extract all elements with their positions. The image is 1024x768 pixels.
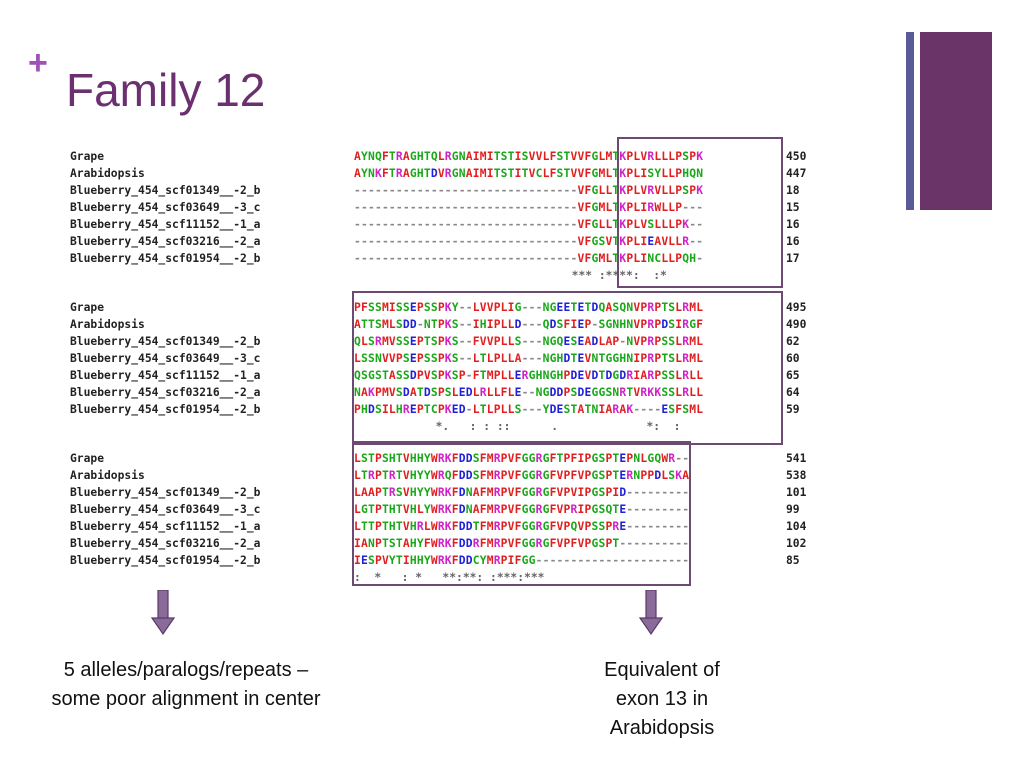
sequence-position: 538 (786, 469, 807, 482)
sequence-position: 60 (786, 352, 800, 365)
highlight-box-exon-region (617, 137, 783, 288)
sequence-position: 65 (786, 369, 800, 382)
decorative-bar-thick (920, 32, 992, 210)
sequence-residues: LTRPTRTVHYYWRQFDDSFMRPVFGGRGFVPFVPGSPTER… (354, 469, 690, 482)
sequence-position: 59 (786, 403, 800, 416)
sequence-residues: IESPVYTIHHYWRKFDDCYMRPIFGG--------------… (354, 554, 690, 567)
sequence-name: Blueberry_454_scf03216__-2_a (70, 235, 261, 248)
highlight-box-center-region (352, 291, 783, 445)
sequence-position: 447 (786, 167, 807, 180)
sequence-name: Blueberry_454_scf03216__-2_a (70, 386, 261, 399)
sequence-residues: LSTPSHTVHHYWRKFDDSFMRPVFGGRGFTPFIPGSPTEP… (354, 452, 690, 465)
sequence-name: Grape (70, 150, 105, 163)
sequence-residues: AYNKFTRAGHTDVRGNAIMITSTITVCLFSTVVFGMLTKP… (354, 167, 704, 180)
slide-title: Family 12 (66, 64, 266, 116)
highlight-box-end-region (352, 441, 691, 586)
sequence-residues: --------------------------------VFGMLTKP… (354, 201, 704, 214)
sequence-position: 541 (786, 452, 807, 465)
sequence-name: Blueberry_454_scf01349__-2_b (70, 486, 261, 499)
sequence-residues: PHDSILHREPTCPKED-LTLPLLS---YDESTATNIARAK… (354, 403, 704, 416)
sequence-residues: QLSRMVSSEPTSPKS--FVVPLLS---NGQESEADLAP-N… (354, 335, 704, 348)
sequence-name: Blueberry_454_scf11152__-1_a (70, 218, 261, 231)
sequence-residues: LTTPTHTVHRLWRKFDDTFMRPVFGGRGFVPQVPSSPRE-… (354, 520, 690, 533)
sequence-position: 99 (786, 503, 800, 516)
sequence-name: Arabidopsis (70, 167, 145, 180)
sequence-name: Arabidopsis (70, 469, 145, 482)
sequence-name: Blueberry_454_scf11152__-1_a (70, 520, 261, 533)
sequence-residues: QSGSTASSDPVSPKSP-FTMPLLERGHNGHPDEVDTDGDR… (354, 369, 704, 382)
sequence-name: Arabidopsis (70, 318, 145, 331)
caption-left-line-1: 5 alleles/paralogs/repeats – (63, 659, 309, 681)
sequence-position: 17 (786, 252, 800, 265)
sequence-position: 18 (786, 184, 800, 197)
sequence-residues: PFSSMISSEPSSPKY--LVVPLIG---NGEETETDQASQN… (354, 301, 704, 314)
caption-right-line-1: Equivalent of (604, 659, 720, 681)
sequence-residues: --------------------------------VFGMLTKP… (354, 252, 704, 265)
sequence-residues: --------------------------------VFGLLTKP… (354, 218, 704, 231)
sequence-position: 104 (786, 520, 807, 533)
sequence-position: 15 (786, 201, 800, 214)
consensus-line: *. : : :: . *: : (354, 420, 695, 433)
sequence-position: 62 (786, 335, 800, 348)
sequence-residues: ATTSMLSDD-NTPKS--IHIPLLD---QDSFIEP-SGNHN… (354, 318, 704, 331)
sequence-residues: NAKPMVSDATDSPSLEDLRLLFLE--NGDDPSDEGGSNRT… (354, 386, 704, 399)
sequence-position: 101 (786, 486, 807, 499)
sequence-name: Blueberry_454_scf01954__-2_b (70, 252, 261, 265)
plus-icon: + (28, 44, 48, 82)
caption-left-line-2: some poor alignment in center (51, 688, 321, 710)
sequence-name: Blueberry_454_scf01349__-2_b (70, 184, 261, 197)
sequence-position: 16 (786, 218, 800, 231)
sequence-position: 16 (786, 235, 800, 248)
caption-right-line-2: exon 13 in (615, 688, 709, 710)
caption-right: Equivalent of exon 13 in Arabidopsis (552, 656, 772, 743)
sequence-name: Blueberry_454_scf03649__-3_c (70, 503, 261, 516)
down-arrow-icon-right (639, 590, 663, 636)
consensus-line: *** :****: :* (354, 269, 695, 282)
sequence-name: Grape (70, 301, 105, 314)
sequence-name: Blueberry_454_scf11152__-1_a (70, 369, 261, 382)
sequence-name: Blueberry_454_scf03649__-3_c (70, 352, 261, 365)
sequence-position: 64 (786, 386, 800, 399)
sequence-name: Blueberry_454_scf01954__-2_b (70, 554, 261, 567)
sequence-name: Blueberry_454_scf03216__-2_a (70, 537, 261, 550)
sequence-name: Blueberry_454_scf03649__-3_c (70, 201, 261, 214)
down-arrow-icon-left (151, 590, 175, 636)
caption-left: 5 alleles/paralogs/repeats – some poor a… (0, 656, 372, 714)
consensus-line: : * : * **:**: :***:*** (354, 571, 681, 584)
sequence-position: 490 (786, 318, 807, 331)
sequence-position: 495 (786, 301, 807, 314)
sequence-name: Grape (70, 452, 105, 465)
sequence-name: Blueberry_454_scf01349__-2_b (70, 335, 261, 348)
sequence-residues: LAAPTRSVHYYWRKFDNAFMRPVFGGRGFVPVIPGSPID-… (354, 486, 690, 499)
sequence-residues: IANPTSTAHYFWRKFDDRFMRPVFGGRGFVPFVPGSPT--… (354, 537, 690, 550)
caption-right-line-3: Arabidopsis (609, 717, 715, 739)
sequence-residues: AYNQFTRAGHTQLRGNAIMITSTISVVLFSTVVFGLMTKP… (354, 150, 704, 163)
sequence-position: 85 (786, 554, 800, 567)
sequence-position: 450 (786, 150, 807, 163)
decorative-bar-thin (906, 32, 914, 210)
sequence-residues: --------------------------------VFGLLTKP… (354, 184, 704, 197)
sequence-name: Blueberry_454_scf01954__-2_b (70, 403, 261, 416)
sequence-residues: --------------------------------VFGSVTKP… (354, 235, 704, 248)
sequence-residues: LSSNVVPSEPSSPKS--LTLPLLA---NGHDTEVNTGGHN… (354, 352, 704, 365)
sequence-residues: LGTPTHTVHLYWRKFDNAFMRPVFGGRGFVPRIPGSQTE-… (354, 503, 690, 516)
sequence-position: 102 (786, 537, 807, 550)
